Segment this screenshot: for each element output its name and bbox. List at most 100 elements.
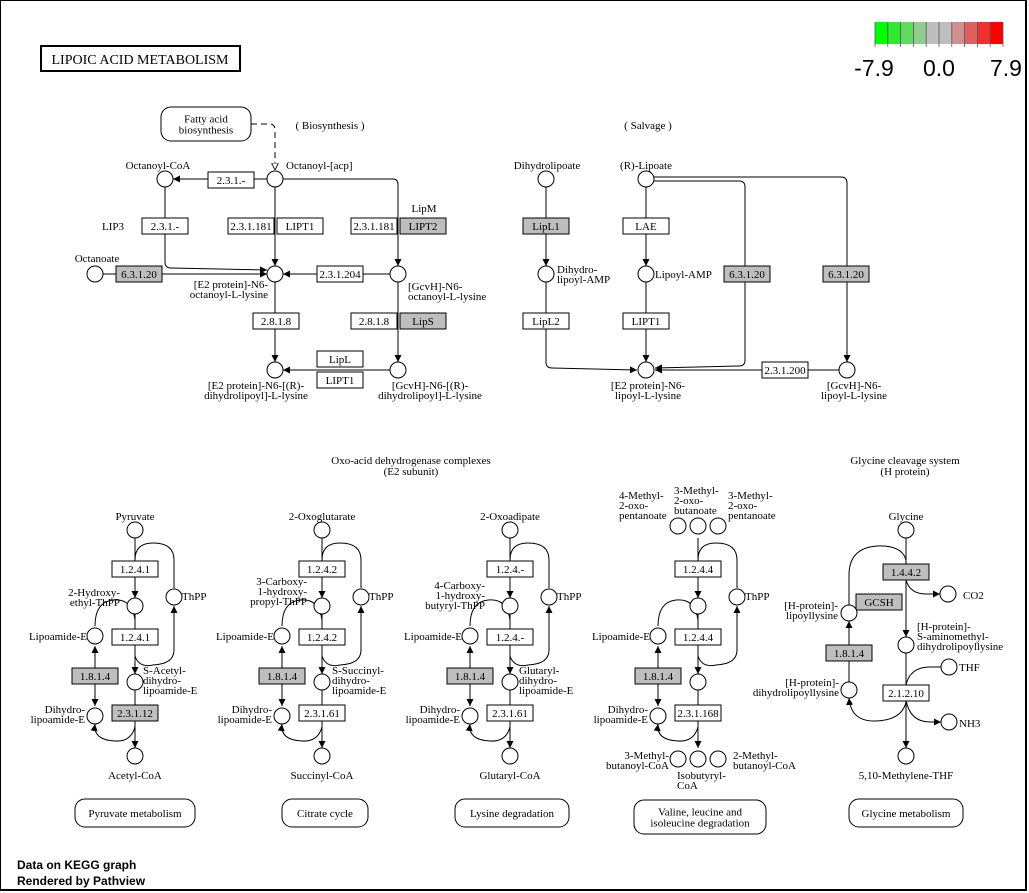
gene-box-2.8.1.8-b[interactable]: 2.8.1.8 (350, 312, 398, 330)
compound-gcvh-dihydrolipoyl[interactable] (389, 361, 407, 379)
compound-lys-lipoamide[interactable] (461, 627, 479, 645)
compound-lys-thpp[interactable] (540, 588, 558, 606)
compound-methylbutanoyl-coa-2[interactable] (709, 750, 727, 768)
gene-box-lipt2[interactable]: LIPT2 (399, 217, 447, 235)
gene-box-gly-1.8.1.4[interactable]: 1.8.1.4 (825, 644, 873, 662)
compound-methylene-thf[interactable] (897, 747, 915, 765)
gene-box-pyr-2.3.1.12[interactable]: 2.3.1.12 (111, 704, 159, 722)
compound-isobutyryl-coa[interactable] (689, 750, 707, 768)
compound-octanoyl-acp[interactable] (266, 170, 284, 188)
gene-box-lys-1.2.4-b[interactable]: 1.2.4.- (486, 628, 534, 646)
compound-h-dihydrolipoyllysine[interactable] (840, 681, 858, 699)
pathway-link-citrate-cycle[interactable]: Citrate cycle (281, 798, 369, 828)
compound-cit-thpp[interactable] (352, 588, 370, 606)
gene-box-2.8.1.8-a[interactable]: 2.8.1.8 (252, 312, 300, 330)
compound-octanoate[interactable] (86, 265, 104, 283)
pathway-link-lysine-degradation[interactable]: Lysine degradation (454, 798, 570, 828)
gene-box-6.3.1.20-octanoate[interactable]: 6.3.1.20 (115, 265, 163, 283)
gene-box-lipl[interactable]: LipL (316, 350, 364, 368)
gene-box-6.3.1.20-salv-a[interactable]: 6.3.1.20 (723, 265, 771, 283)
compound-val-mid2[interactable] (689, 673, 707, 691)
compound-methylbutanoyl-coa-3[interactable] (669, 750, 687, 768)
pathway-link-pyruvate-metabolism[interactable]: Pyruvate metabolism (74, 798, 196, 828)
compound-glutaryl-dihydro[interactable] (501, 673, 519, 691)
gene-box-cit-1.8.1.4[interactable]: 1.8.1.4 (258, 667, 306, 685)
compound-r-lipoate[interactable] (637, 170, 655, 188)
compound-val-mid1[interactable] (689, 597, 707, 615)
compound-pyr-lipoamide[interactable] (86, 627, 104, 645)
gene-box-cit-2.3.1.61[interactable]: 2.3.1.61 (298, 704, 346, 722)
gene-box-gly-2.1.2.10[interactable]: 2.1.2.10 (882, 684, 930, 702)
pathway-link-glycine-metabolism[interactable]: Glycine metabolism (848, 798, 964, 828)
gene-box-2.3.1-top[interactable]: 2.3.1.- (207, 171, 255, 189)
compound-carboxy-hydroxybutyryl[interactable] (501, 597, 519, 615)
compound-glutaryl-coa[interactable] (501, 747, 519, 765)
compound-succinyl-coa[interactable] (313, 747, 331, 765)
gene-box-lipt1-a[interactable]: LIPT1 (276, 217, 324, 235)
gene-box-lipl1[interactable]: LipL1 (522, 217, 570, 235)
compound-oxoadipate[interactable] (501, 521, 519, 539)
gene-box-6.3.1.20-salv-b[interactable]: 6.3.1.20 (822, 265, 870, 283)
compound-pyr-dihydrolipoamide[interactable] (86, 707, 104, 725)
compound-h-aminomethyl[interactable] (897, 636, 915, 654)
compound-e2-lipoyl[interactable] (637, 361, 655, 379)
gene-box-pyr-1.8.1.4[interactable]: 1.8.1.4 (71, 667, 119, 685)
compound-glycine[interactable] (897, 521, 915, 539)
compound-co2[interactable] (939, 585, 957, 603)
gene-box-lipt1-b[interactable]: LIPT1 (316, 371, 364, 389)
compound-val-lipoamide[interactable] (649, 627, 667, 645)
gene-box-lys-1.2.4-a[interactable]: 1.2.4.- (486, 560, 534, 578)
compound-pyruvate[interactable] (126, 521, 144, 539)
gene-box-lae[interactable]: LAE (622, 217, 670, 235)
compound-methyl-oxopentanoate-4[interactable] (669, 517, 687, 535)
gene-box-gly-gcsh[interactable]: GCSH (855, 593, 903, 611)
gene-box-val-1.2.4.4-b[interactable]: 1.2.4.4 (674, 628, 722, 646)
gene-box-cit-1.2.4.2-a[interactable]: 1.2.4.2 (298, 560, 346, 578)
compound-gcvh-octanoyl[interactable] (389, 265, 407, 283)
compound-methyl-oxobutanoate-3[interactable] (689, 517, 707, 535)
gene-box-lip3-2.3.1[interactable]: 2.3.1.- (141, 217, 189, 235)
compound-val-dihydrolipoamide[interactable] (649, 707, 667, 725)
compound-carboxy-hydroxypropyl[interactable] (313, 597, 331, 615)
gene-box-val-1.2.4.4-a[interactable]: 1.2.4.4 (674, 560, 722, 578)
compound-h-lipoyllysine[interactable] (840, 604, 858, 622)
compound-methyl-oxopentanoate-3[interactable] (709, 517, 727, 535)
gene-box-2.3.1.200[interactable]: 2.3.1.200 (761, 361, 809, 379)
section-label-glycine-cleavage: Glycine cleavage system (850, 455, 960, 467)
compound-s-acetyl[interactable] (126, 673, 144, 691)
compound-hydroxyethyl-thpp[interactable] (126, 597, 144, 615)
compound-cit-dihydrolipoamide[interactable] (273, 707, 291, 725)
compound-lipoyl-amp[interactable] (637, 265, 655, 283)
compound-acetyl-coa[interactable] (126, 747, 144, 765)
gene-box-lys-2.3.1.61[interactable]: 2.3.1.61 (486, 704, 534, 722)
compound-val-thpp[interactable] (728, 588, 746, 606)
compound-octanoyl-coa[interactable] (156, 170, 174, 188)
gene-box-cit-1.2.4.2-b[interactable]: 1.2.4.2 (298, 628, 346, 646)
gene-box-val-1.8.1.4[interactable]: 1.8.1.4 (634, 667, 682, 685)
gene-box-2.3.1.181-a[interactable]: 2.3.1.181 (227, 217, 275, 235)
gene-box-val-2.3.1.168[interactable]: 2.3.1.168 (674, 704, 722, 722)
gene-box-lipl2[interactable]: LipL2 (522, 312, 570, 330)
compound-e2-octanoyl[interactable] (266, 265, 284, 283)
compound-oxoglutarate[interactable] (313, 521, 331, 539)
gene-box-2.3.1.204[interactable]: 2.3.1.204 (316, 265, 364, 283)
gene-box-lips[interactable]: LipS (399, 312, 447, 330)
compound-thf[interactable] (940, 658, 958, 676)
compound-lys-dihydrolipoamide[interactable] (461, 707, 479, 725)
gene-box-pyr-1.2.4.1-a[interactable]: 1.2.4.1 (111, 560, 159, 578)
compound-dihydrolipoate[interactable] (537, 170, 555, 188)
gene-box-2.3.1.181-b[interactable]: 2.3.1.181 (350, 217, 398, 235)
gene-box-gly-1.4.4.2[interactable]: 1.4.4.2 (882, 563, 930, 581)
gene-box-pyr-1.2.4.1-b[interactable]: 1.2.4.1 (111, 628, 159, 646)
compound-cit-lipoamide[interactable] (273, 627, 291, 645)
gene-box-lys-1.8.1.4[interactable]: 1.8.1.4 (446, 667, 494, 685)
compound-pyr-thpp[interactable] (165, 588, 183, 606)
compound-gcvh-lipoyl[interactable] (838, 361, 856, 379)
compound-nh3[interactable] (940, 713, 958, 731)
gene-box-lipt1-c[interactable]: LIPT1 (622, 312, 670, 330)
compound-s-succinyl[interactable] (313, 673, 331, 691)
compound-dihydrolipoyl-amp[interactable] (537, 265, 555, 283)
compound-e2-dihydrolipoyl[interactable] (266, 361, 284, 379)
